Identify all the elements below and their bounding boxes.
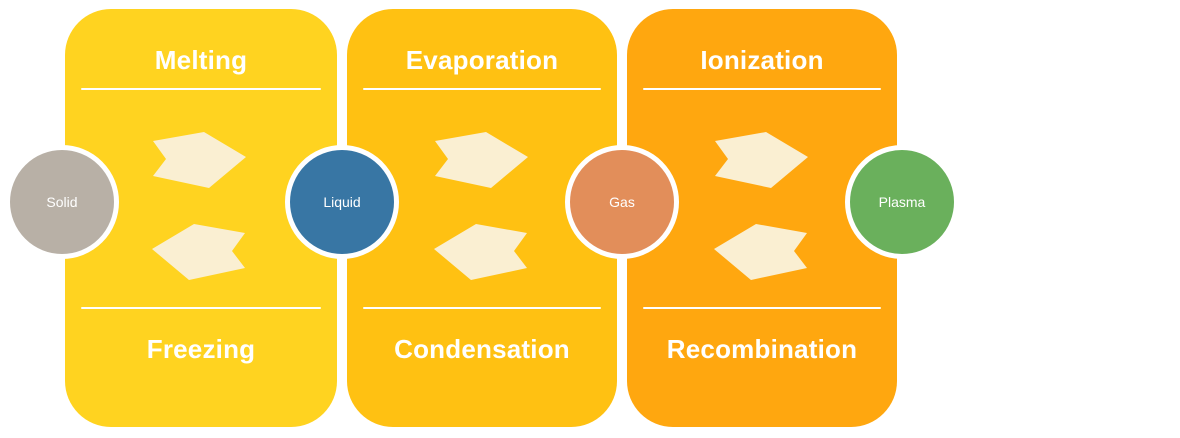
- reverse-arrow-icon: [714, 224, 807, 280]
- forward-arrow-icon: [153, 132, 246, 188]
- state-circle-gas: Gas: [565, 145, 679, 259]
- forward-process-label: Melting: [154, 45, 248, 75]
- forward-process-label: Evaporation: [405, 45, 559, 75]
- reverse-arrow-icon: [434, 224, 527, 280]
- bottom-divider-line: [363, 307, 601, 309]
- state-circle-plasma: Plasma: [845, 145, 959, 259]
- forward-process-label: Ionization: [700, 45, 824, 75]
- top-divider-line: [81, 88, 321, 90]
- forward-arrow-icon: [435, 132, 528, 188]
- state-label-liquid: Liquid: [323, 194, 361, 210]
- reverse-arrow-icon: [152, 224, 245, 280]
- state-label-gas: Gas: [609, 194, 635, 210]
- state-label-solid: Solid: [46, 194, 78, 210]
- reverse-process-label: Condensation: [394, 334, 570, 364]
- state-circle-liquid: Liquid: [285, 145, 399, 259]
- state-label-plasma: Plasma: [878, 194, 926, 210]
- reverse-process-label: Freezing: [146, 334, 256, 364]
- bottom-divider-line: [81, 307, 321, 309]
- state-circle-solid: Solid: [5, 145, 119, 259]
- top-divider-line: [643, 88, 881, 90]
- top-divider-line: [363, 88, 601, 90]
- forward-arrow-icon: [715, 132, 808, 188]
- bottom-divider-line: [643, 307, 881, 309]
- reverse-process-label: Recombination: [666, 334, 858, 364]
